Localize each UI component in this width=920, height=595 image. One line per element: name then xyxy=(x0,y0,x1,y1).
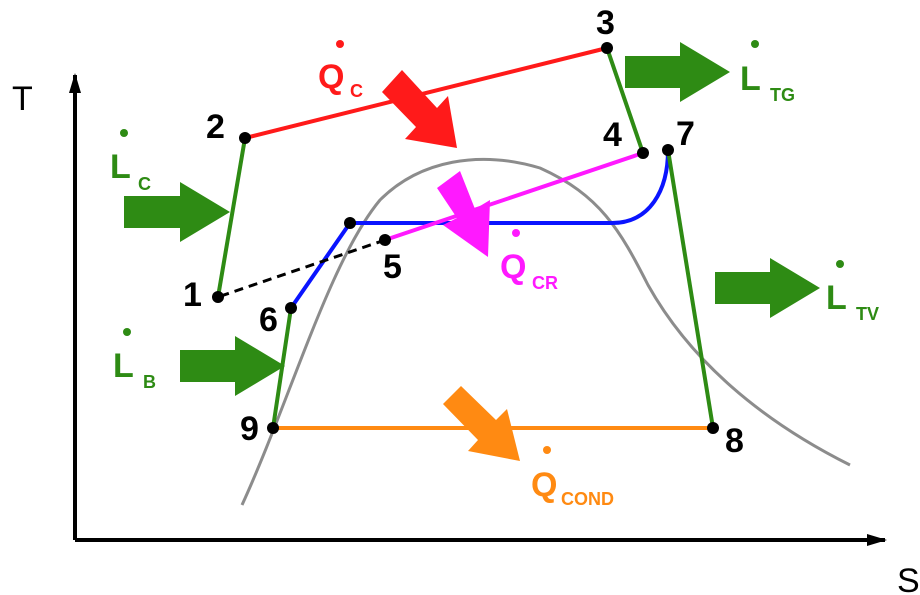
qc-label: Q C xyxy=(318,40,363,101)
point-3-label: 3 xyxy=(596,4,615,42)
point-9-marker xyxy=(267,422,279,434)
lc-main: L xyxy=(110,148,131,186)
point-2-label: 2 xyxy=(206,108,225,146)
qc-main: Q xyxy=(318,58,344,96)
lc-dot xyxy=(120,129,128,137)
exhaust-line xyxy=(217,238,386,299)
point-8-marker xyxy=(707,422,719,434)
ltg-label: L TG xyxy=(740,40,795,105)
point-2-marker xyxy=(239,132,251,144)
steam-turbine-line xyxy=(666,149,715,429)
lb-sub: B xyxy=(143,372,156,392)
pump-line xyxy=(271,307,293,429)
ltv-dot xyxy=(836,260,844,268)
qc-arrow xyxy=(382,70,457,148)
qcr-main: Q xyxy=(500,248,526,286)
boiler-line xyxy=(289,149,670,310)
point-3-marker xyxy=(601,42,613,54)
combustion-line xyxy=(244,46,608,140)
lc-sub: C xyxy=(138,174,151,194)
point-4-label: 4 xyxy=(603,116,622,154)
point-9-label: 9 xyxy=(240,410,259,448)
point-4-marker xyxy=(637,147,649,159)
qc-dot xyxy=(336,40,344,48)
point-7-label: 7 xyxy=(676,115,695,153)
ltv-label: L TV xyxy=(826,260,879,324)
point-1-marker xyxy=(212,291,224,303)
point-1-label: 1 xyxy=(183,276,202,314)
heat-recovery-line xyxy=(384,151,644,242)
qcond-sub: COND xyxy=(561,489,614,509)
qcr-sub: CR xyxy=(532,273,558,293)
ltg-dot xyxy=(751,40,759,48)
qcond-dot xyxy=(543,446,551,454)
qcr-label: Q CR xyxy=(500,229,558,293)
qcond-label: Q COND xyxy=(531,446,614,509)
ltg-main: L xyxy=(740,60,761,98)
x-axis-label: S xyxy=(897,562,920,595)
point-7-marker xyxy=(662,144,674,156)
ltv-arrow xyxy=(715,258,820,318)
point-6-marker xyxy=(285,302,297,314)
lb-label: L B xyxy=(113,328,156,392)
ltg-arrow xyxy=(625,42,730,102)
point-8-label: 8 xyxy=(725,422,744,460)
gas-turbine-line xyxy=(605,47,645,154)
ltv-sub: TV xyxy=(856,304,879,324)
lc-label: L C xyxy=(110,129,151,194)
point-6-label: 6 xyxy=(259,301,278,339)
ltg-sub: TG xyxy=(770,85,795,105)
lc-arrow xyxy=(124,182,230,242)
y-axis-label: T xyxy=(12,80,33,118)
ltv-main: L xyxy=(826,279,847,317)
compressor-line xyxy=(216,137,247,298)
point-5-marker xyxy=(379,234,391,246)
lb-arrow xyxy=(180,336,285,396)
lb-main: L xyxy=(113,347,134,385)
qc-sub: C xyxy=(350,81,363,101)
point-5-label: 5 xyxy=(383,248,402,286)
saturation-dome xyxy=(240,157,851,506)
lb-dot xyxy=(123,328,131,336)
qcond-main: Q xyxy=(531,466,557,504)
qcr-arrow xyxy=(437,171,490,257)
vertex-dot xyxy=(344,217,356,229)
qcr-dot xyxy=(512,229,520,237)
qcond-arrow xyxy=(443,386,520,461)
